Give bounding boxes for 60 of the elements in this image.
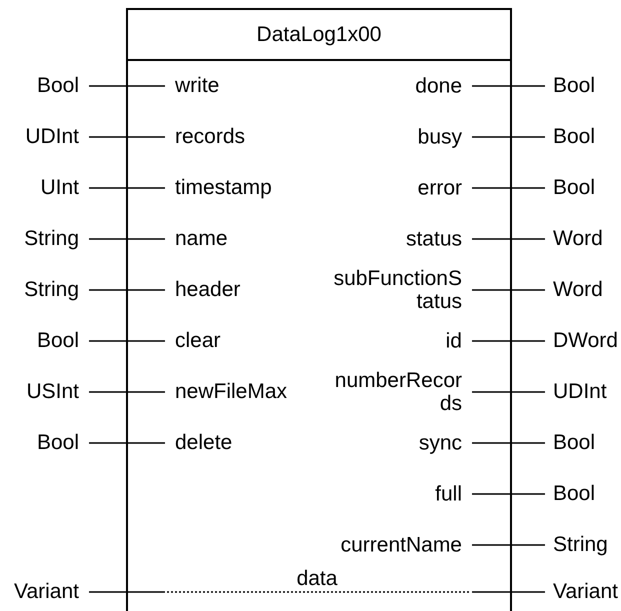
output-pin-label: busy bbox=[330, 126, 472, 148]
connector-line bbox=[89, 136, 165, 138]
connector-line bbox=[472, 391, 545, 393]
connector-line bbox=[89, 85, 165, 87]
data-type-label: Bool bbox=[36, 74, 89, 98]
input-pin-label: write bbox=[165, 74, 220, 98]
connector-line bbox=[472, 544, 545, 546]
output-pin-label: full bbox=[330, 482, 472, 506]
connector-line bbox=[472, 289, 545, 291]
connector-line bbox=[472, 340, 545, 342]
data-type-label: UDInt bbox=[545, 380, 607, 404]
connector-line bbox=[89, 391, 165, 393]
data-type-label: Bool bbox=[545, 176, 596, 200]
input-pin-label: newFileMax bbox=[165, 380, 288, 404]
data-type-label: Bool bbox=[545, 125, 596, 149]
data-type-label: Bool bbox=[36, 431, 89, 455]
data-type-label: String bbox=[545, 533, 608, 557]
data-type-label: Word bbox=[545, 278, 603, 302]
connector-line bbox=[89, 238, 165, 240]
connector-line bbox=[472, 136, 545, 138]
output-pin-label: id bbox=[330, 330, 472, 352]
connector-line bbox=[472, 493, 545, 495]
output-pin-label: numberRecords bbox=[330, 369, 472, 415]
output-pin-label: status bbox=[330, 228, 472, 250]
data-type-label: Variant bbox=[14, 580, 89, 604]
input-pin-label: header bbox=[165, 278, 240, 302]
data-type-label: UDInt bbox=[25, 125, 89, 149]
connector-line bbox=[89, 591, 545, 593]
connector-line bbox=[89, 289, 165, 291]
connector-line bbox=[472, 238, 545, 240]
connector-line bbox=[89, 442, 165, 444]
connector-line bbox=[472, 442, 545, 444]
data-type-label: Variant bbox=[545, 580, 618, 604]
block-title: DataLog1x00 bbox=[256, 22, 382, 48]
edge-label: data bbox=[296, 568, 338, 590]
data-type-label: UInt bbox=[40, 176, 89, 200]
input-pin-label: name bbox=[165, 227, 228, 251]
input-pin-label: clear bbox=[165, 329, 221, 353]
output-pin-label: done bbox=[330, 74, 472, 98]
data-type-label: Bool bbox=[36, 329, 89, 353]
input-pin-label: delete bbox=[165, 431, 232, 455]
data-type-label: Word bbox=[545, 227, 603, 251]
output-pin-label: subFunctionStatus bbox=[330, 267, 472, 313]
input-pin-label: timestamp bbox=[165, 176, 272, 200]
data-type-label: Bool bbox=[545, 74, 596, 98]
data-type-label: String bbox=[24, 278, 89, 302]
data-type-label: Bool bbox=[545, 431, 596, 455]
output-pin-label: currentName bbox=[330, 534, 472, 556]
connector-line bbox=[89, 187, 165, 189]
connector-line bbox=[472, 85, 545, 87]
output-pin-label: sync bbox=[330, 432, 472, 454]
data-type-label: USInt bbox=[26, 380, 89, 404]
data-type-label: DWord bbox=[545, 329, 618, 353]
connector-line bbox=[472, 187, 545, 189]
input-pin-label: records bbox=[165, 125, 246, 149]
data-type-label: Bool bbox=[545, 482, 596, 506]
connector-line bbox=[89, 340, 165, 342]
output-pin-label: error bbox=[330, 176, 472, 200]
function-block bbox=[126, 8, 512, 611]
data-type-label: String bbox=[24, 227, 89, 251]
